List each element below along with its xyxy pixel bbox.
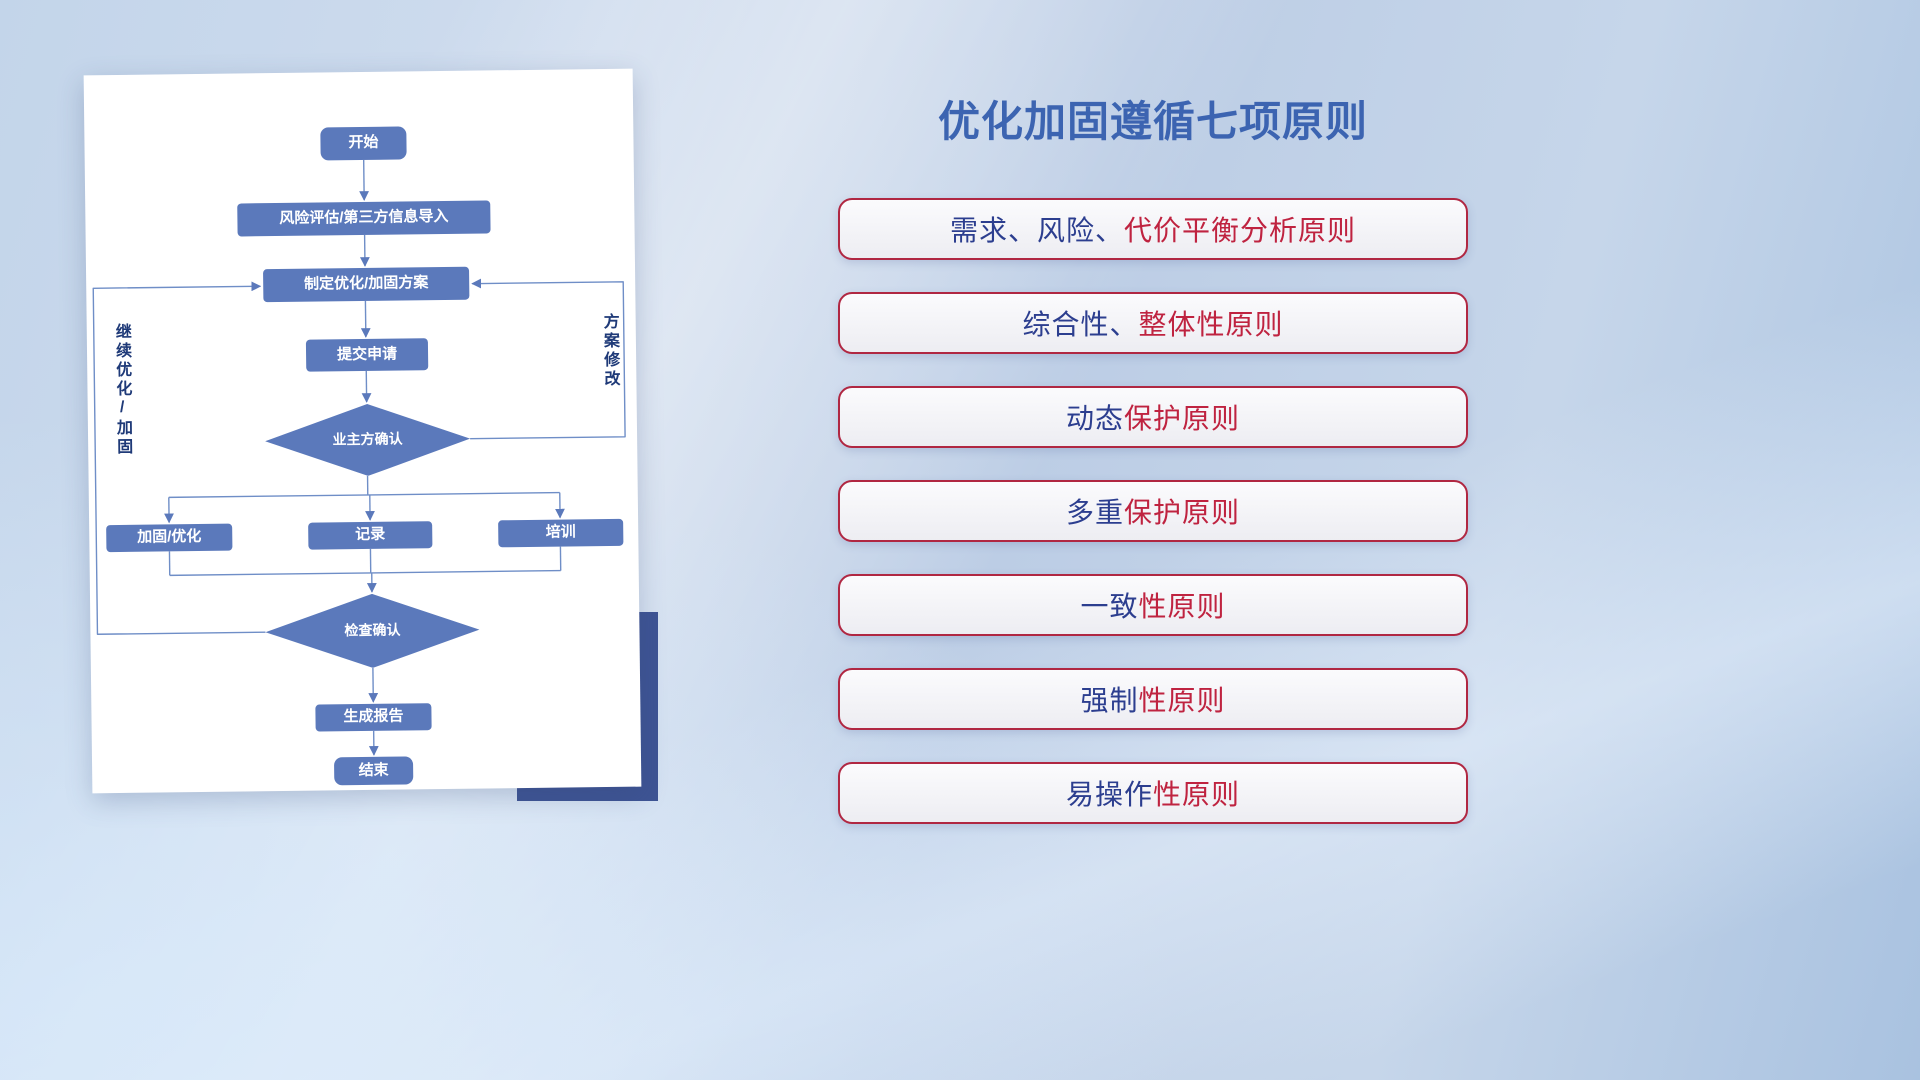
flow-node-report: 生成报告 [315, 703, 432, 732]
flow-node-start: 开始 [320, 126, 407, 161]
flow-node-training: 培训 [498, 518, 624, 548]
principle-pill-3: 动态 保护原则 [838, 386, 1468, 448]
principles-list: 需求、风险、 代价平衡分析原则 综合性、 整体性原则 动态 保护原则 多重 保护… [838, 198, 1468, 824]
flow-connectors-svg [92, 159, 626, 756]
principle-text: 动态 [1065, 403, 1124, 434]
principle-text: 代价平衡分析原则 [1124, 215, 1357, 246]
principle-pill-4: 多重 保护原则 [838, 480, 1468, 542]
principle-text: 易操作 [1065, 779, 1153, 810]
principle-text: 多重 [1065, 497, 1124, 528]
loop-label-plan-revise: 方案修改 [600, 312, 619, 390]
principle-text: 保护原则 [1124, 403, 1241, 434]
flow-node-make-plan: 制定优化/加固方案 [263, 266, 470, 303]
principle-text: 综合性、 [1022, 309, 1139, 340]
principle-pill-6: 强制 性原则 [838, 668, 1468, 730]
principle-pill-7: 易操作 性原则 [838, 762, 1468, 824]
flowchart-card: 开始 风险评估/第三方信息导入 制定优化/加固方案 提交申请 业主方确认 加固/… [83, 68, 642, 794]
principle-text: 一致 [1080, 591, 1139, 622]
principle-text: 性原则 [1153, 779, 1241, 810]
principle-pill-2: 综合性、 整体性原则 [838, 292, 1468, 354]
principle-text: 性原则 [1138, 685, 1226, 716]
principle-text: 整体性原则 [1138, 309, 1284, 340]
principle-text: 需求、风险、 [949, 215, 1124, 246]
flow-node-reinforce: 加固/优化 [106, 523, 233, 553]
principle-text: 性原则 [1138, 591, 1226, 622]
loop-label-continue-optimize: 继续优化/加固 [112, 322, 132, 458]
page-title: 优化加固遵循七项原则 [937, 98, 1368, 145]
principle-text: 强制 [1080, 685, 1139, 716]
flow-node-risk-import: 风险评估/第三方信息导入 [237, 200, 491, 237]
flow-node-record: 记录 [308, 521, 433, 550]
flow-node-end: 结束 [333, 756, 414, 786]
flow-node-submit: 提交申请 [305, 338, 429, 372]
principle-text: 保护原则 [1124, 497, 1241, 528]
principle-pill-5: 一致 性原则 [838, 574, 1468, 636]
principle-pill-1: 需求、风险、 代价平衡分析原则 [838, 198, 1468, 260]
